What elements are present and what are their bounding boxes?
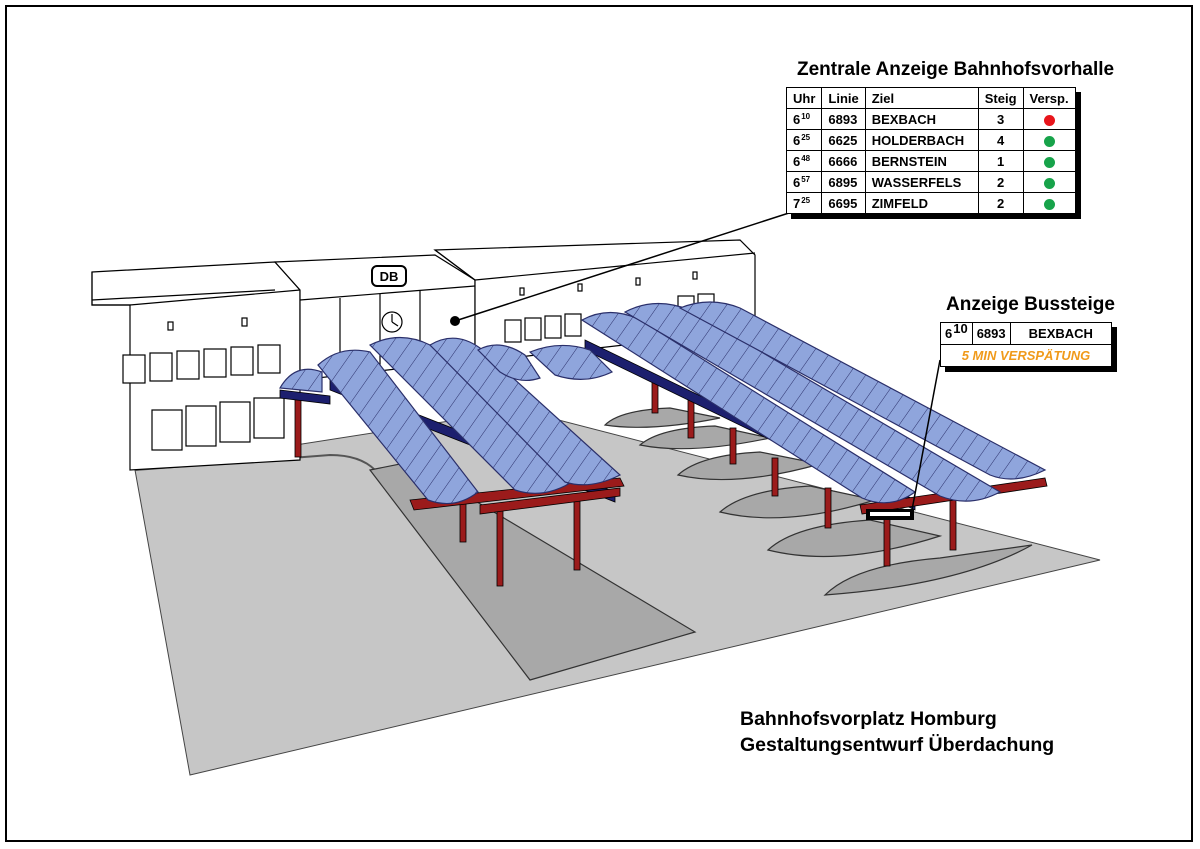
leader-dot-station <box>450 316 460 326</box>
bus-destination: BEXBACH <box>1028 326 1093 341</box>
departure-delay <box>1022 150 1076 172</box>
departure-line: 6666 <box>821 150 866 172</box>
departure-line: 6695 <box>821 192 866 214</box>
departure-destination: HOLDERBACH <box>864 129 979 151</box>
departure-time: 610 <box>785 108 823 130</box>
canopy-columns <box>294 377 957 587</box>
bus-panel-title: Anzeige Bussteige <box>946 294 1115 315</box>
bus-minute: 10 <box>953 321 968 336</box>
departure-time: 657 <box>785 171 823 193</box>
departure-minute: 25 <box>801 195 811 205</box>
departure-time: 648 <box>785 150 823 172</box>
station-building-left <box>91 261 301 471</box>
departure-line: 6893 <box>821 108 866 130</box>
departure-line: 6625 <box>821 129 866 151</box>
departure-hour: 7 <box>793 195 801 211</box>
departure-hour: 6 <box>793 111 801 127</box>
departure-destination: WASSERFELS <box>864 171 979 193</box>
column-header: Versp. <box>1022 87 1076 109</box>
departure-delay <box>1022 192 1076 214</box>
departure-platform: 2 <box>977 192 1024 214</box>
departure-destination: ZIMFELD <box>864 192 979 214</box>
departure-delay <box>1022 129 1076 151</box>
delay-indicator-icon <box>1043 156 1055 168</box>
departure-destination: BERNSTEIN <box>864 150 979 172</box>
departure-minute: 48 <box>801 153 811 163</box>
delay-indicator-icon <box>1043 177 1055 189</box>
departure-destination: BEXBACH <box>864 108 979 130</box>
departure-time: 725 <box>785 192 823 214</box>
departure-platform: 4 <box>977 129 1024 151</box>
leader-line-bus <box>911 359 941 511</box>
platform-left <box>368 461 697 681</box>
delay-indicator-icon <box>1043 198 1055 210</box>
departure-hour: 6 <box>793 174 801 190</box>
delay-indicator-icon <box>1043 114 1055 126</box>
column-header: Ziel <box>864 87 979 109</box>
delay-indicator-icon <box>1043 135 1055 147</box>
departure-platform: 2 <box>977 171 1024 193</box>
departure-header-row: Uhr Linie Ziel Steig Versp. <box>785 87 1076 109</box>
departure-delay <box>1022 171 1076 193</box>
leader-line-station <box>454 211 793 322</box>
drawing-frame <box>5 5 1193 842</box>
column-header: Linie <box>821 87 866 109</box>
departure-minute: 25 <box>801 132 811 142</box>
bus-hour: 6 <box>945 326 953 341</box>
bus-delay-status: 5 MIN VERSPÄTUNG <box>961 348 1091 363</box>
departure-hour: 6 <box>793 132 801 148</box>
departure-minute: 10 <box>801 111 811 121</box>
departure-platform: 1 <box>977 150 1024 172</box>
caption-line-1: Bahnhofsvorplatz Homburg <box>740 708 997 730</box>
caption-line-2: Gestaltungsentwurf Überdachung <box>740 734 1055 756</box>
bus-line: 6893 <box>973 323 1011 344</box>
column-header: Steig <box>977 87 1024 109</box>
departure-time: 625 <box>785 129 823 151</box>
departure-platform: 3 <box>977 108 1024 130</box>
departure-minute: 57 <box>801 174 811 184</box>
db-logo-text: DB <box>380 269 399 284</box>
column-header: Uhr <box>785 87 823 109</box>
departure-hour: 6 <box>793 153 801 169</box>
departure-line: 6895 <box>821 171 866 193</box>
canopy-roofs <box>279 301 1047 505</box>
bus-islands <box>603 407 1033 596</box>
departure-delay <box>1022 108 1076 130</box>
station-panel-title: Zentrale Anzeige Bahnhofsvorhalle <box>797 59 1115 80</box>
